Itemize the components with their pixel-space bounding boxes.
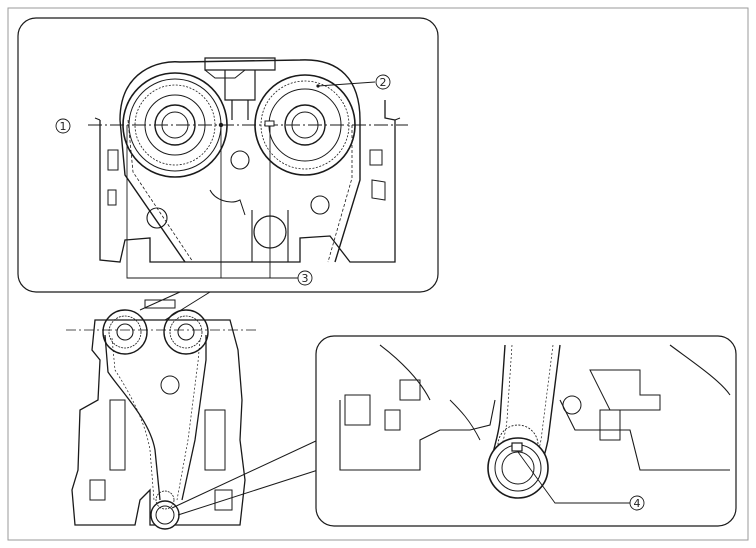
svg-text:2: 2 [380,76,387,89]
crank-sprocket-small [150,500,180,530]
svg-text:3: 3 [302,272,309,285]
callout-2: 2 [375,74,391,90]
timing-belt-top [119,59,361,263]
leader-lines-3 [126,125,298,279]
detail-panel-crankshaft [315,335,737,527]
callout-3: 3 [297,270,313,286]
crank-timing-mark [511,442,523,452]
engine-overview [66,299,256,530]
callout-1: 1 [55,118,71,134]
callout-4: 4 [629,495,645,511]
svg-text:4: 4 [634,497,641,510]
outer-frame [7,7,749,541]
svg-text:1: 1 [60,120,67,133]
timing-mark-right [264,120,275,127]
cylinder-head-outline [99,100,396,263]
center-bracket [204,57,276,120]
zoom-connector-bottom [171,439,319,516]
detail-panel-camshaft [17,17,439,293]
